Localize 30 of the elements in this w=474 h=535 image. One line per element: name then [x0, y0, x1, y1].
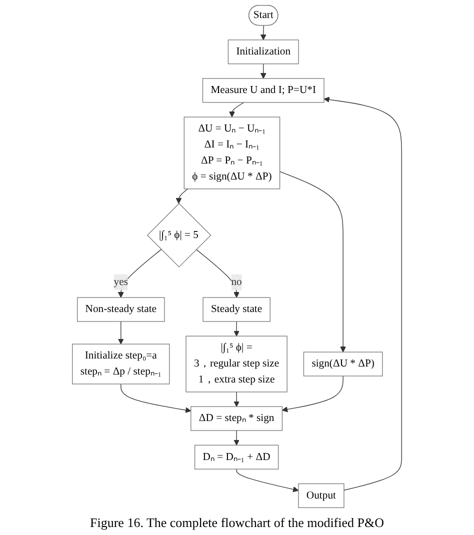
arrow	[324, 96, 402, 491]
arrow	[229, 102, 244, 118]
arrow	[234, 392, 240, 407]
arrow	[196, 249, 240, 298]
node-box: |∫₁⁵ ϕ| = 3，regular step size 1，extra step size	[186, 336, 288, 392]
arrow	[260, 25, 266, 40]
node-box: Measure U and I; P=U*I	[202, 78, 324, 103]
arrow	[236, 468, 299, 492]
edge-label: yes	[114, 276, 128, 288]
node-box: Output	[298, 483, 344, 508]
arrow	[176, 188, 188, 204]
arrow	[234, 430, 240, 446]
node-box: ΔD = stepₙ * sign	[190, 406, 283, 431]
arrow	[234, 321, 240, 336]
arrow	[282, 376, 344, 412]
node-box: Steady state	[202, 297, 270, 322]
arrow	[118, 321, 124, 344]
arrow	[118, 249, 162, 298]
node-box: Initialize step₀=a stepₙ = Δp / stepₙ₋₁	[72, 344, 170, 384]
node-box: Dₙ = Dₙ₋₁ + ΔD	[194, 444, 279, 470]
arrow	[120, 384, 192, 413]
node-box: Non-steady state	[76, 297, 165, 322]
node-diamond: |∫₁⁵ ϕ| = 5	[146, 203, 212, 268]
figure-caption: Figure 16. The complete flowchart of the modified P&O	[89, 514, 385, 532]
arrow	[279, 171, 346, 352]
node-box: sign(ΔU * ΔP)	[303, 352, 383, 376]
node-box: Initialization	[228, 40, 299, 64]
node-box: ΔU = Uₙ − Uₙ₋₁ ΔI = Iₙ − Iₙ₋₁ ΔP = Pₙ − Pₙ₋₁ ϕ = sign(ΔU * ΔP)	[184, 116, 280, 190]
arrow	[260, 64, 266, 79]
edge-label: no	[231, 276, 242, 288]
